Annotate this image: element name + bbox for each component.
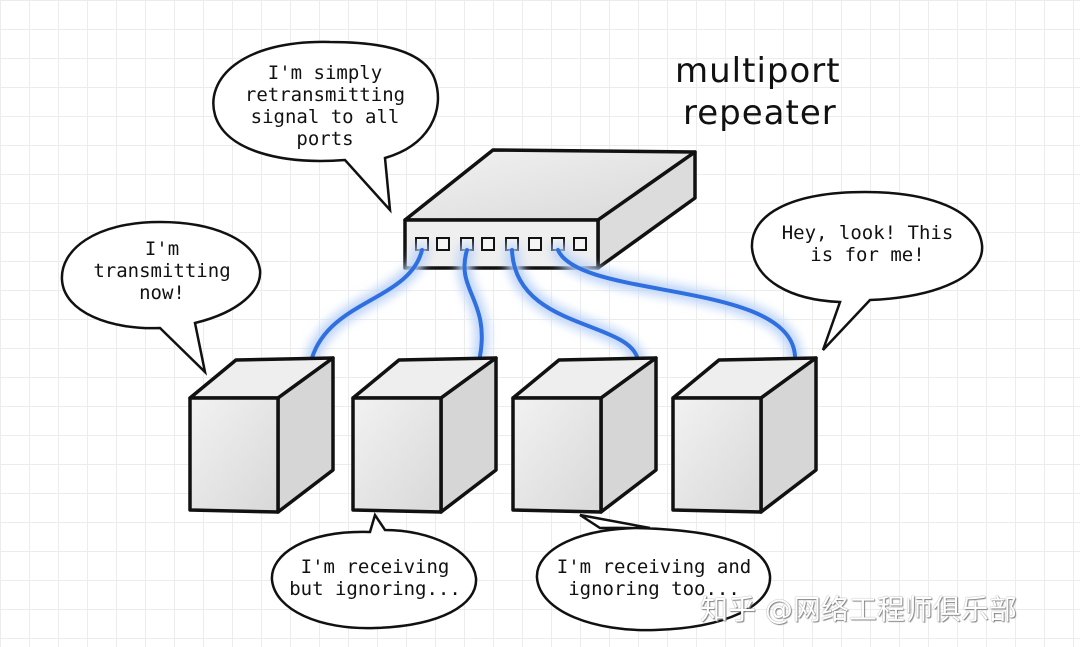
host-computer-1 <box>188 356 335 514</box>
bubble-ignoring-2-text: I'm receiving and ignoring too... <box>556 556 752 600</box>
bubble-ignoring-1 <box>270 512 478 630</box>
cable-1 <box>310 248 424 360</box>
cables <box>305 243 802 367</box>
repeater-device <box>403 148 697 270</box>
port-6 <box>528 237 542 251</box>
bubble-repeater <box>212 40 440 214</box>
bubble-ignoring-2 <box>535 513 772 632</box>
host-computer-2 <box>351 356 498 514</box>
watermark: 知乎 @网络工程师俱乐部 <box>700 593 1017 626</box>
title-line-2: repeater <box>683 93 837 133</box>
cable-2 <box>462 248 484 358</box>
host-computer-3 <box>511 356 658 514</box>
bubble-target-text: Hey, look! This is for me! <box>781 222 954 266</box>
port-8 <box>573 237 587 251</box>
bubble-target <box>750 190 984 351</box>
bubble-transmitter-text: I'm transmitting now! <box>93 238 231 304</box>
speech-bubbles <box>60 40 984 632</box>
title-line-1: multiport <box>675 51 841 91</box>
host-computer-4 <box>671 356 818 514</box>
cable-4 <box>556 248 797 358</box>
bubble-repeater-text: I'm simply retransmitting signal to all … <box>244 62 406 150</box>
bubble-transmitter <box>60 220 262 376</box>
bubble-ignoring-1-text: I'm receiving but ignoring... <box>289 556 461 600</box>
port-4 <box>481 237 495 251</box>
port-2 <box>436 237 450 251</box>
cable-3 <box>510 248 640 362</box>
